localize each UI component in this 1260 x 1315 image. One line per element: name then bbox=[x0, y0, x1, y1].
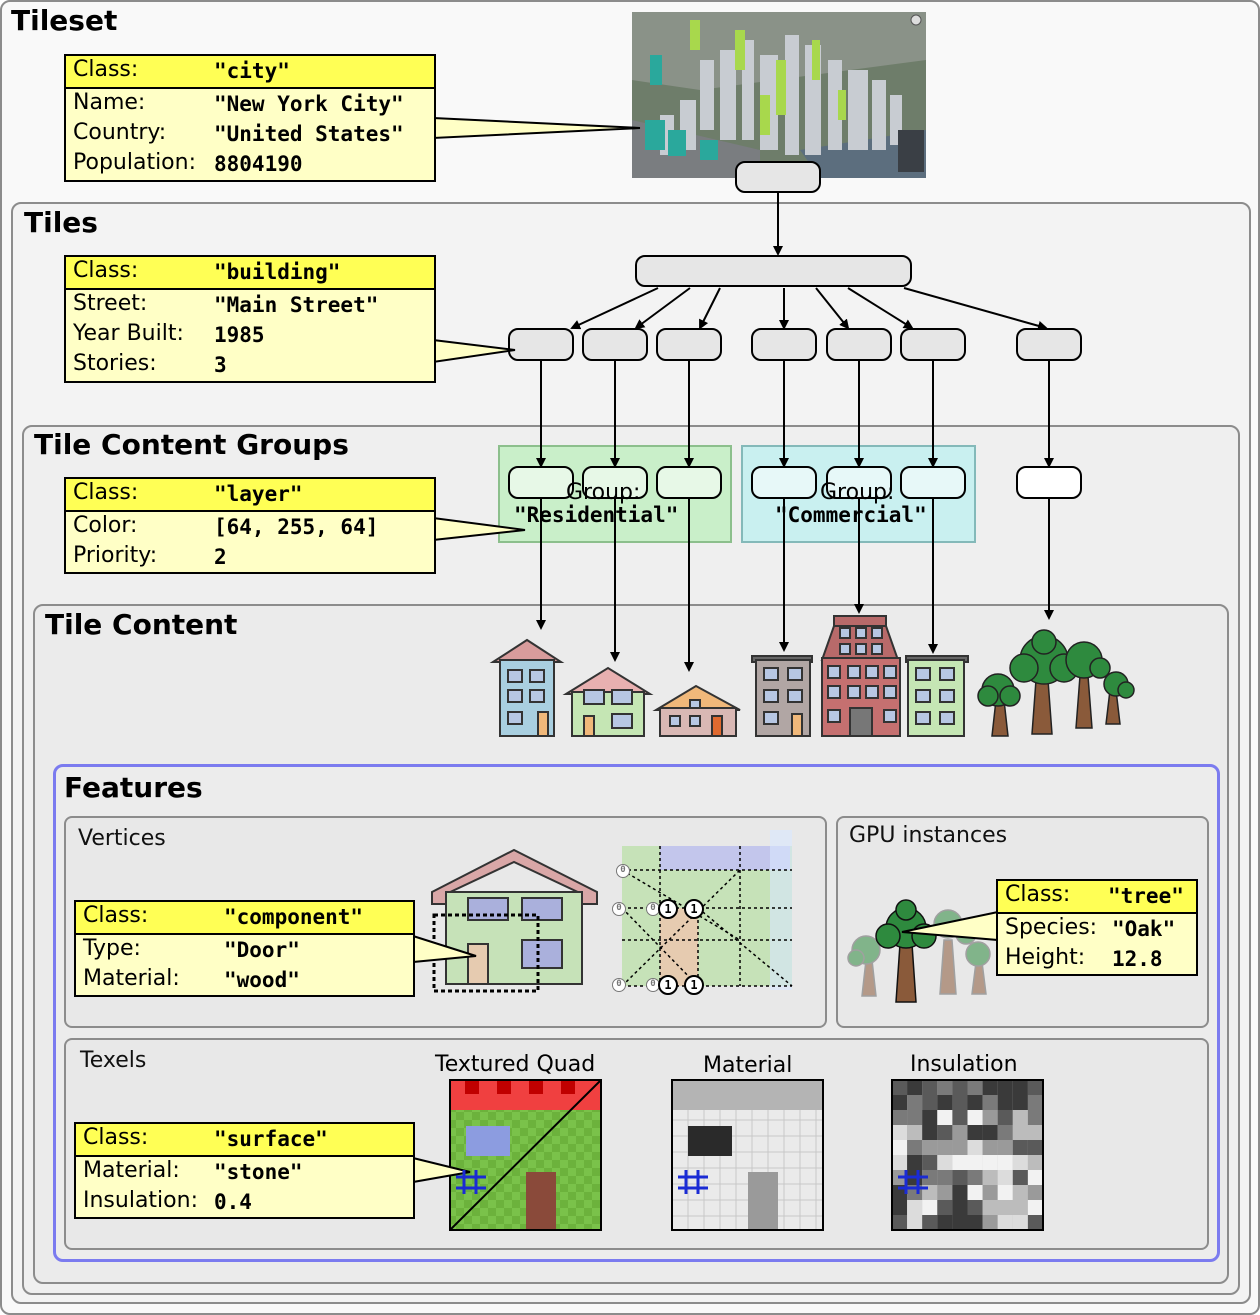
vertex-mesh bbox=[621, 830, 793, 990]
vertex-index-marker: 1 bbox=[684, 975, 704, 995]
material-title: Material bbox=[703, 1053, 793, 1078]
tree-group-content bbox=[977, 629, 1135, 737]
material-texture-image bbox=[671, 1079, 824, 1231]
texels-title: Texels bbox=[80, 1048, 147, 1073]
parent-tile-node[interactable] bbox=[635, 255, 912, 287]
features-title: Features bbox=[64, 771, 203, 804]
vertex-index-marker: 1 bbox=[658, 899, 678, 919]
tree-card: Class:"tree" Species:"Oak" Height:12.8 bbox=[996, 879, 1198, 976]
insulation-title: Insulation bbox=[910, 1052, 1018, 1077]
city-3d-image bbox=[632, 12, 926, 178]
tile-content-models bbox=[489, 615, 969, 737]
insulation-texture-image bbox=[891, 1079, 1044, 1231]
vertex-index-marker: 0 bbox=[646, 902, 660, 916]
child-tile-nodes bbox=[508, 328, 1082, 361]
layer-card: Class:"layer" Color:[64, 255, 64] Priori… bbox=[64, 477, 436, 574]
gpu-instance-trees bbox=[847, 899, 991, 1003]
content-title: Tile Content bbox=[45, 608, 238, 641]
vertex-index-marker: 0 bbox=[612, 978, 626, 992]
component-card: Class:"component" Type:"Door" Material:"… bbox=[74, 900, 415, 997]
vertex-index-marker: 0 bbox=[612, 902, 626, 916]
textured-quad-image bbox=[449, 1079, 602, 1231]
commercial-group-name: "Commercial" bbox=[775, 503, 927, 527]
gpu-instances-title: GPU instances bbox=[849, 823, 1008, 848]
building-card: Class:"building" Street:"Main Street" Ye… bbox=[64, 255, 436, 383]
residential-group-label: Group: bbox=[566, 480, 641, 505]
vertices-house bbox=[431, 848, 598, 993]
tiles-title: Tiles bbox=[24, 206, 98, 239]
residential-group-name: "Residential" bbox=[514, 503, 679, 527]
commercial-group-label: Group: bbox=[820, 480, 895, 505]
vertex-index-marker: 1 bbox=[684, 899, 704, 919]
card-pointers bbox=[412, 116, 999, 1184]
content-edges bbox=[536, 360, 1054, 672]
vertex-index-marker: 0 bbox=[616, 864, 630, 878]
vertices-title: Vertices bbox=[78, 826, 166, 851]
city-card: Class:"city" Name:"New York City" Countr… bbox=[64, 54, 436, 182]
textured-quad-title: Textured Quad bbox=[435, 1052, 596, 1077]
surface-card: Class:"surface" Material:"stone" Insulat… bbox=[74, 1122, 415, 1219]
root-tile-node[interactable] bbox=[735, 161, 821, 193]
groups-title: Tile Content Groups bbox=[34, 428, 349, 461]
content-nodes bbox=[508, 466, 1082, 499]
vertex-index-marker: 1 bbox=[658, 975, 678, 995]
tile-edges bbox=[570, 287, 1048, 331]
tileset-title: Tileset bbox=[11, 4, 118, 37]
